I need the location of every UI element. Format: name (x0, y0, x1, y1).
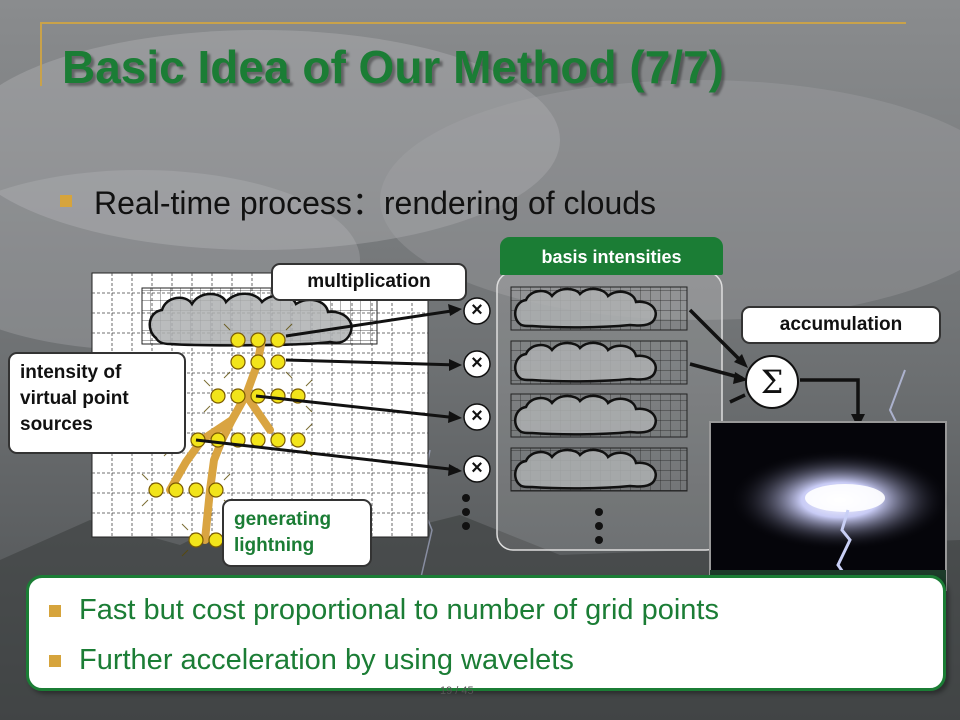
label-intensity-of-virtual-point-sources: intensity of virtual point sources (8, 352, 186, 454)
times-symbol-1: × (471, 299, 483, 321)
main-bullet-text: Real-time process：rendering of clouds (94, 185, 657, 221)
title-rule-vertical (40, 22, 42, 86)
title-rule-horizontal (40, 22, 906, 24)
summary-item-1: Fast but cost proportional to number of … (49, 594, 719, 627)
label-accumulation: accumulation (741, 306, 941, 344)
main-bullet: Real-time process：rendering of clouds (60, 178, 656, 224)
vps-line-1: intensity of (20, 362, 122, 383)
basis-cloud-1 (510, 286, 688, 331)
gen-line-2: lightning (234, 535, 315, 556)
label-generating-lightning: generating lightning (222, 499, 372, 567)
summary-text-1: Fast but cost proportional to number of … (79, 594, 719, 626)
label-basis-intensities: basis intensities (500, 237, 723, 275)
sigma-circle (745, 355, 799, 409)
times-symbol-3: × (471, 405, 483, 427)
times-circles (463, 297, 491, 483)
basis-cloud-3 (510, 393, 688, 438)
vps-line-3: sources (20, 414, 93, 435)
bullet-square-icon (60, 195, 72, 207)
summary-box: Fast but cost proportional to number of … (26, 575, 946, 691)
times-symbol-2: × (471, 352, 483, 374)
bullet-square-icon (49, 604, 61, 617)
summary-item-2: Further acceleration by using wavelets (49, 644, 574, 677)
times-symbol-4: × (471, 457, 483, 479)
arrow-heads (448, 304, 462, 476)
vps-line-2: virtual point (20, 388, 129, 409)
bullet-square-icon (49, 654, 61, 667)
summary-text-2: Further acceleration by using wavelets (79, 644, 574, 676)
gen-line-1: generating (234, 509, 332, 530)
accumulation-arrows (688, 308, 860, 418)
ellipsis-dots (462, 494, 603, 544)
multiplication-arrows (195, 308, 459, 472)
basis-cloud-4 (510, 447, 688, 492)
basis-cloud-2 (510, 340, 688, 385)
sigma-symbol: Σ (760, 363, 784, 401)
slide-title: Basic Idea of Our Method (7/7) (62, 41, 724, 93)
label-multiplication: multiplication (271, 263, 467, 301)
rendered-lightning-image (709, 421, 950, 591)
page-number: 19 / 45 (440, 685, 474, 697)
